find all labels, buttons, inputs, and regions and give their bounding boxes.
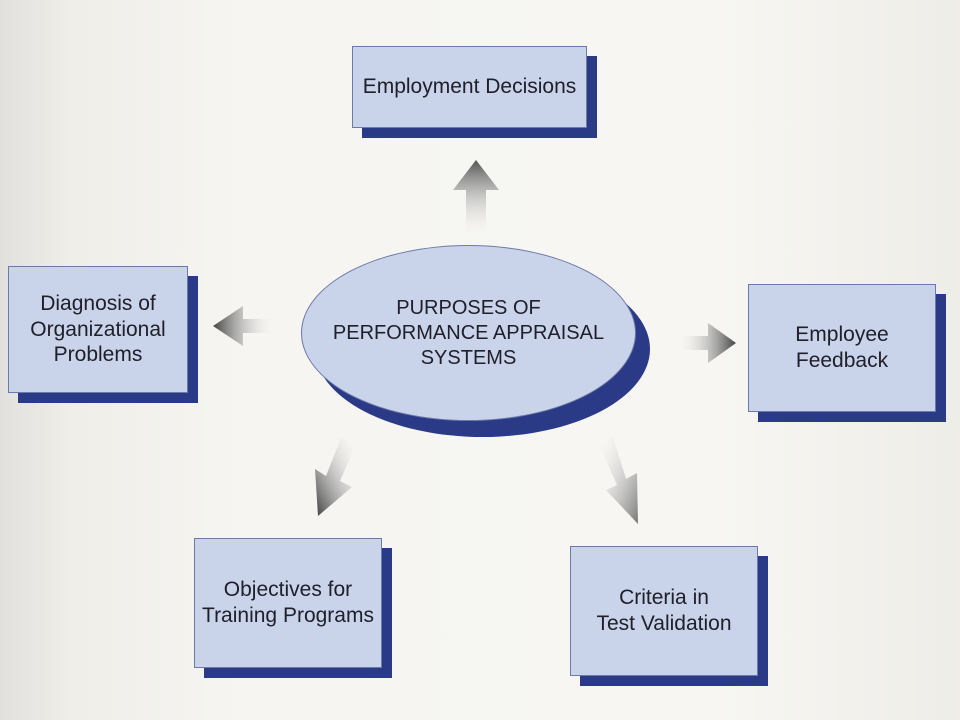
- arrow-down-right: [599, 437, 638, 524]
- arrow-down-left: [315, 438, 355, 516]
- center-title: PURPOSES OF PERFORMANCE APPRAISAL SYSTEM…: [332, 296, 605, 369]
- node-validation-label: Criteria in Test Validation: [596, 586, 732, 635]
- node-criteria-in-test-validation: Criteria in Test Validation: [570, 546, 758, 676]
- node-objectives-for-training-programs: Objectives for Training Programs: [194, 538, 382, 668]
- arrow-up: [453, 160, 499, 237]
- node-employment-decisions-label: Employment Decisions: [362, 75, 577, 99]
- center-ellipse: PURPOSES OF PERFORMANCE APPRAISAL SYSTEM…: [301, 245, 636, 421]
- node-employment-decisions: Employment Decisions: [352, 46, 587, 128]
- node-employee-feedback: Employee Feedback: [748, 284, 936, 412]
- node-diagnosis-of-organizational-problems: Diagnosis of Organizational Problems: [8, 266, 188, 393]
- node-training-label: Objectives for Training Programs: [202, 578, 374, 627]
- center-node: PURPOSES OF PERFORMANCE APPRAISAL SYSTEM…: [301, 245, 656, 440]
- arrow-left: [213, 306, 275, 346]
- node-diagnosis-label: Diagnosis of Organizational Problems: [30, 292, 166, 367]
- node-employee-feedback-label: Employee Feedback: [795, 323, 889, 372]
- arrow-right: [678, 323, 736, 363]
